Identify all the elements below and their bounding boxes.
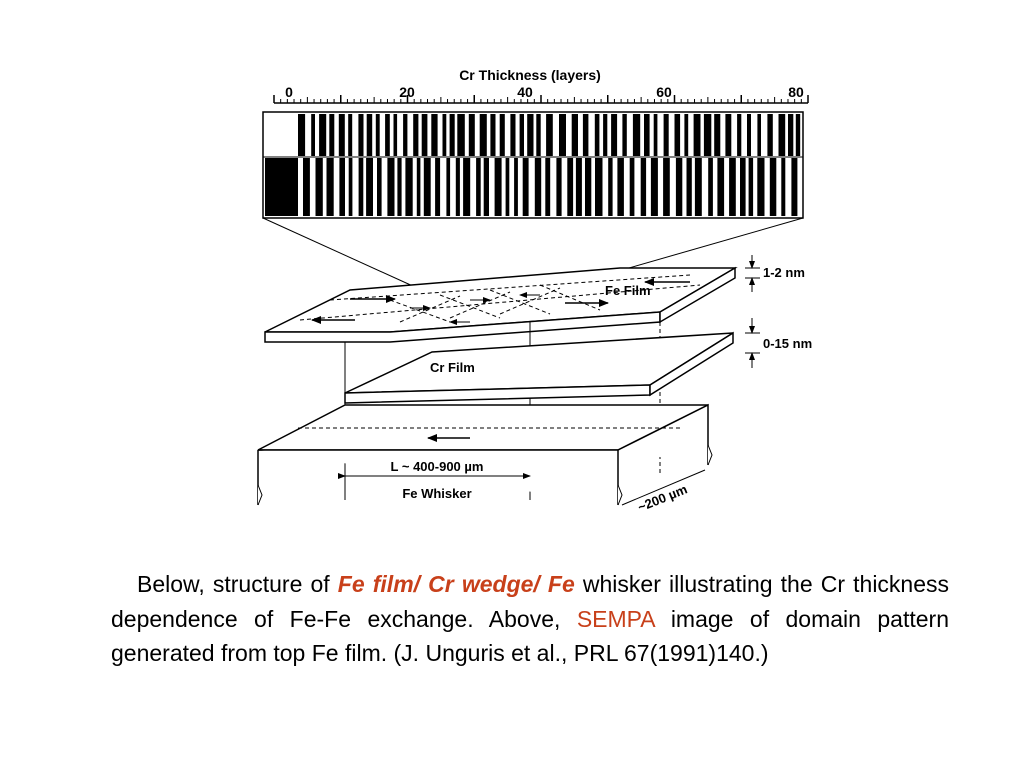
width-label: ~200 µm — [636, 481, 690, 514]
axis-title: Cr Thickness (layers) — [459, 67, 601, 83]
caption-text-3: image of domain pattern generated from t… — [111, 605, 949, 667]
top-thickness-label: 1-2 nm — [763, 265, 805, 280]
structure-diagram: Cr Thickness (layers) 0 20 40 60 80 Fe F… — [257, 67, 812, 515]
projection-line — [614, 217, 804, 273]
tick-60: 60 — [656, 84, 672, 100]
fe-whisker-label: Fe Whisker — [402, 486, 471, 501]
tick-0: 0 — [285, 84, 293, 100]
caption-text-2: whisker illustrating the Cr thickness de… — [111, 571, 950, 632]
length-label: L ~ 400-900 µm — [391, 459, 484, 474]
scale-bar — [273, 95, 809, 104]
thickness-markers — [745, 255, 760, 368]
caption-emphasis: Fe film/ Cr wedge/ Fe — [337, 571, 575, 597]
cr-thickness-label: 0-15 nm — [763, 336, 812, 351]
projection-line — [262, 217, 416, 288]
cr-film-layer — [344, 331, 734, 404]
fe-film-label: Fe Film — [605, 283, 651, 298]
caption-highlight: SEMPA — [576, 605, 655, 632]
tick-20: 20 — [399, 84, 415, 100]
cr-film-label: Cr Film — [430, 360, 475, 375]
fe-whisker-block — [257, 403, 713, 506]
tick-40: 40 — [517, 84, 533, 100]
sempa-domain-image — [262, 111, 804, 219]
figure-caption: Below, structure of Fe film/ Cr wedge/ F… — [111, 567, 949, 671]
tick-80: 80 — [788, 84, 804, 100]
caption-text-1: Below, structure of — [137, 571, 338, 597]
fe-film-layer — [264, 266, 738, 343]
